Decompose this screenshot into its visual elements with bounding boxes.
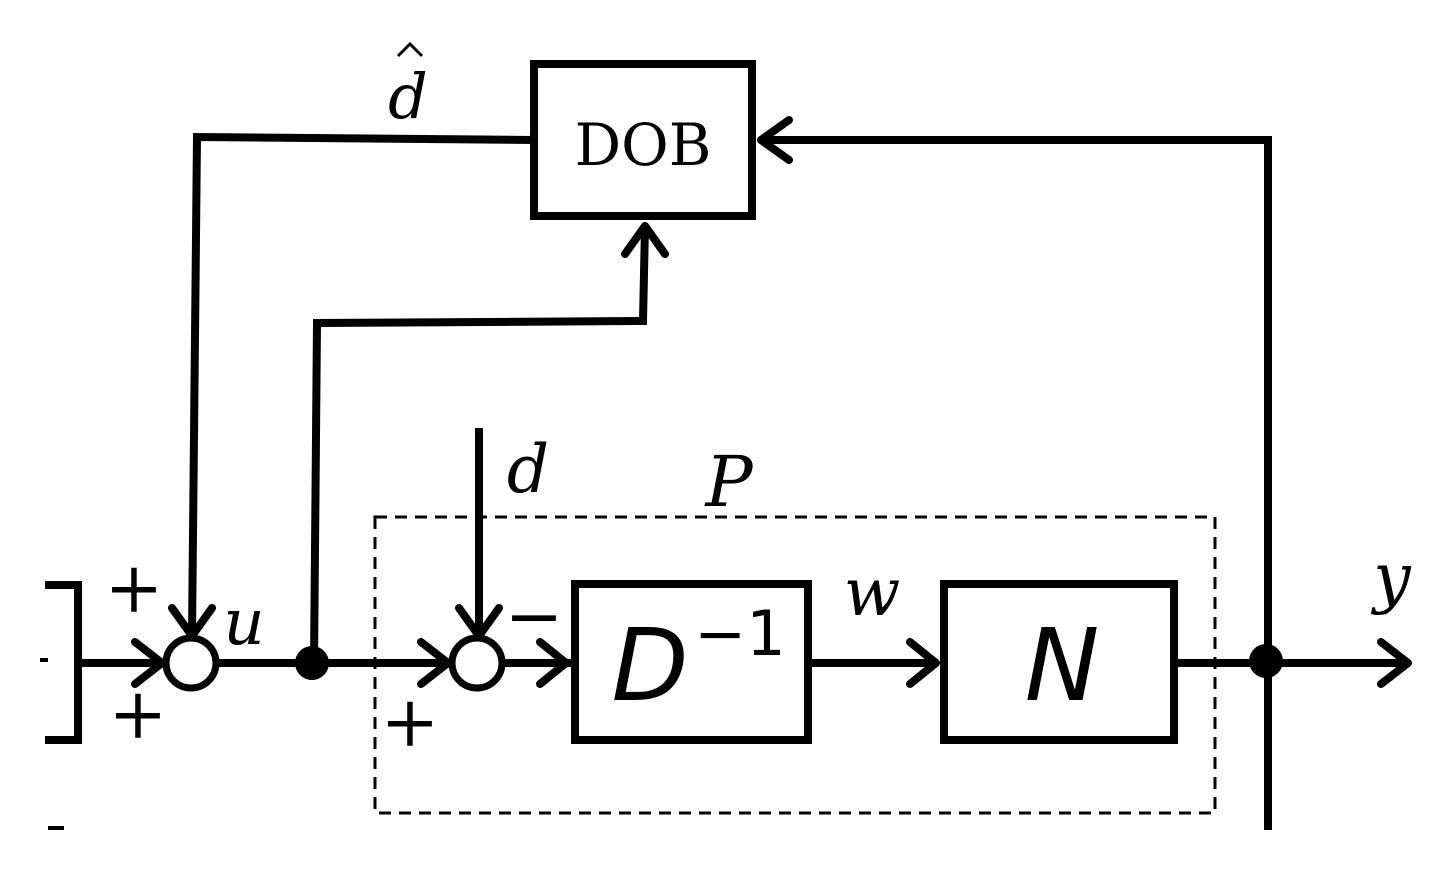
- summing-junction-2: [448, 634, 506, 692]
- left-bracket: [45, 581, 82, 744]
- u-to-dob-wire: [310, 225, 649, 664]
- y-to-dob-arrowhead: [757, 116, 793, 164]
- n-label: N: [1025, 607, 1100, 724]
- u-to-plant-arrowhead: [417, 638, 452, 688]
- summing-junction-1: [162, 634, 220, 692]
- dhat-wire: [188, 132, 534, 636]
- y-to-dob-wire: [761, 136, 1272, 663]
- dob-block: [530, 60, 756, 220]
- y-arrowhead: [1377, 638, 1412, 688]
- dinv-label: D: [611, 607, 688, 724]
- input-arrowhead: [131, 638, 166, 688]
- dob-label: DOB: [575, 111, 712, 179]
- y-label: y: [1370, 539, 1411, 616]
- sum2-sign-top: −: [505, 575, 564, 657]
- sum2-to-dinv-arrowhead: [536, 638, 570, 688]
- dinv-block: [571, 580, 812, 744]
- w-arrowhead: [906, 638, 940, 688]
- u-to-dob-arrowhead: [621, 222, 669, 258]
- d-label: d: [507, 431, 549, 508]
- u-label: u: [223, 586, 264, 660]
- n-block: [940, 580, 1178, 744]
- dhat-label: d: [388, 60, 428, 133]
- sum1-sign-bottom: +: [109, 673, 168, 755]
- sum2-sign-bottom: +: [381, 681, 440, 763]
- p-label: P: [703, 441, 754, 523]
- w-label: w: [844, 554, 901, 631]
- dinv-exponent: −1: [694, 597, 785, 670]
- dhat-hat: [396, 41, 424, 58]
- sum1-sign-top: +: [105, 547, 164, 629]
